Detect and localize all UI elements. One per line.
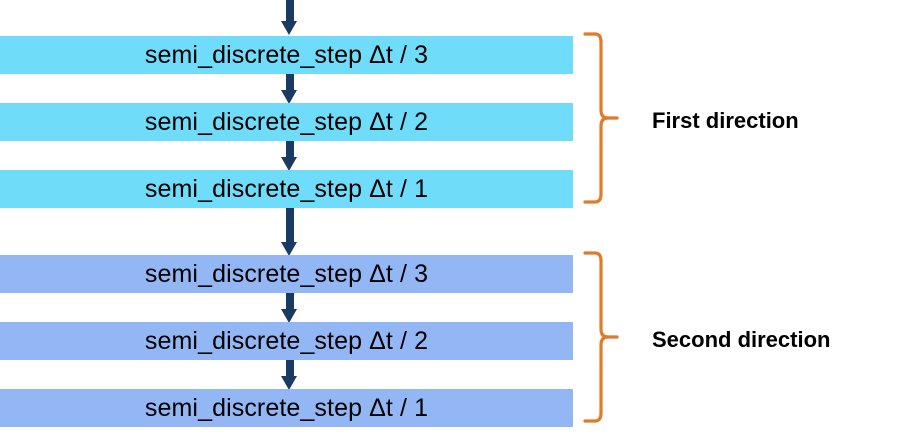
arrow-head: [281, 157, 297, 171]
step-bar-label: semi_discrete_step Δt / 3: [144, 40, 429, 69]
step-bar-label: semi_discrete_step Δt / 1: [144, 393, 429, 422]
arrow-shaft: [286, 293, 294, 310]
arrow-head: [281, 242, 297, 256]
arrow-first-to-second-direction-icon: [281, 208, 298, 258]
arrow-step-4-to-5-icon: [281, 293, 298, 325]
step-bar-label: semi_discrete_step Δt / 2: [144, 326, 429, 355]
arrow-shaft: [286, 0, 294, 22]
brace-second-direction-icon: [583, 251, 619, 423]
arrow-into-step-1-icon: [281, 0, 298, 40]
arrow-shaft: [286, 74, 294, 91]
arrow-shaft: [286, 360, 294, 377]
step-bar-label: semi_discrete_step Δt / 2: [144, 107, 429, 136]
arrow-head: [281, 90, 297, 104]
arrow-shaft: [286, 141, 294, 158]
arrow-step-1-to-2-icon: [281, 74, 298, 106]
step-bar-second-direction-3[interactable]: semi_discrete_step Δt / 3: [0, 255, 573, 293]
arrow-step-2-to-3-icon: [281, 141, 298, 173]
step-bar-first-direction-3[interactable]: semi_discrete_step Δt / 3: [0, 36, 573, 74]
step-bar-label: semi_discrete_step Δt / 1: [144, 174, 429, 203]
arrow-step-5-to-6-icon: [281, 360, 298, 392]
group-label-second-direction: Second direction: [652, 327, 831, 352]
step-bar-first-direction-1[interactable]: semi_discrete_step Δt / 1: [0, 170, 573, 208]
arrow-head: [281, 309, 297, 323]
arrow-head: [281, 376, 297, 390]
step-bar-second-direction-2[interactable]: semi_discrete_step Δt / 2: [0, 322, 573, 360]
arrow-head: [281, 21, 297, 35]
step-bar-second-direction-1[interactable]: semi_discrete_step Δt / 1: [0, 389, 573, 427]
step-bar-label: semi_discrete_step Δt / 3: [144, 259, 429, 288]
brace-first-direction-icon: [583, 32, 619, 204]
arrow-shaft: [286, 208, 294, 243]
group-label-first-direction: First direction: [652, 108, 799, 133]
step-bar-first-direction-2[interactable]: semi_discrete_step Δt / 2: [0, 103, 573, 141]
